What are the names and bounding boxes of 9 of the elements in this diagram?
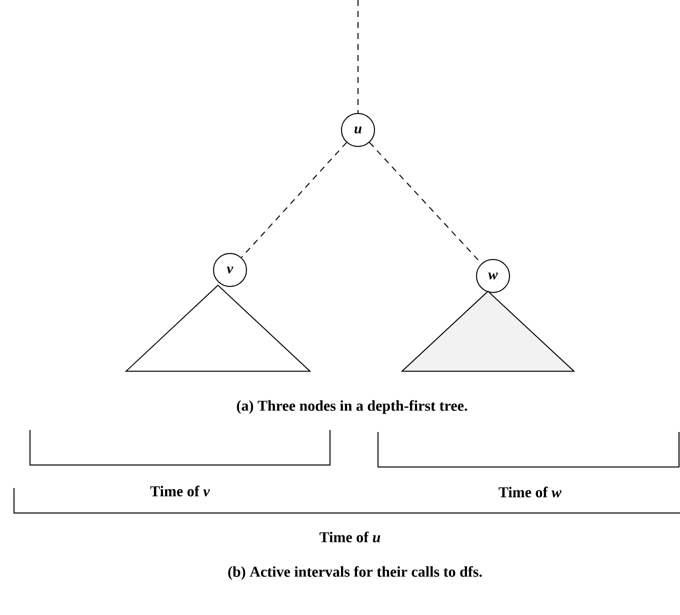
- tree-node: u: [341, 113, 375, 147]
- tree-edge: [240, 142, 348, 258]
- interval-label: Time of u: [320, 532, 380, 542]
- interval-label: Time of v: [150, 486, 210, 496]
- interval-label: Time of w: [498, 486, 562, 498]
- tree-node: w: [476, 259, 510, 293]
- tree-node: v: [213, 253, 247, 287]
- caption: (b) Active intervals for their calls to dfs.: [228, 566, 482, 580]
- caption: (a) Three nodes in a depth-first tree.: [236, 400, 468, 414]
